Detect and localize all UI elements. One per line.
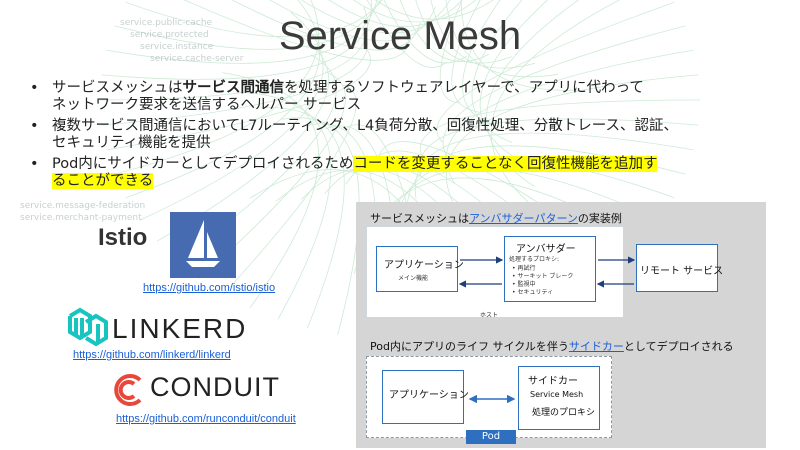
istio-link[interactable]: https://github.com/istio/istio [143, 282, 276, 294]
bullet-dot-icon: • [30, 118, 39, 134]
sidecar-sub-label: 処理のプロキシ [532, 408, 596, 418]
host-label: ホスト [480, 312, 499, 319]
linkerd-link[interactable]: https://github.com/linkerd/linkerd [73, 349, 231, 361]
bullet-item: • Pod内にサイドカーとしてデプロイされるためコードを変更することなく回復性機… [30, 156, 770, 190]
sidecar-arrow [468, 394, 516, 404]
bg-line [328, 0, 463, 28]
sidecar-heading: Pod内にアプリのライフ サイクルを伴うサイドカーとしてデプロイされる [370, 338, 734, 354]
bg-line [439, 0, 463, 104]
bg-line [430, 0, 536, 69]
bullet-text: ネットワーク要求を送信するヘルパー サービス [52, 97, 362, 113]
list-item: サーキット ブレーク [512, 273, 573, 281]
application-box [376, 246, 458, 292]
bg-line [353, 0, 477, 23]
ambassador-sub-label: 処理するプロキシ: [509, 256, 560, 263]
highlighted-text: コードを変更することなく回復性機能を追加す [353, 156, 658, 172]
application-sub-label: メイン機能 [398, 275, 429, 282]
bullet-text: を処理するソフトウェアレイヤーで、アプリに代わって [284, 80, 644, 96]
bg-line [451, 0, 481, 113]
bg-line [415, 0, 512, 64]
bg-line [445, 0, 558, 78]
bg-line [106, 49, 371, 151]
ambassador-heading: サービスメッシュはアンバサダーパターンの実装例 [370, 210, 622, 226]
pod-label: Pod [466, 430, 516, 444]
bullet-dot-icon: • [30, 80, 39, 96]
heading-text: の実装例 [577, 212, 622, 225]
heading-text: Pod内にアプリのライフ サイクルを伴う [370, 340, 569, 353]
bullet-bold-text: サービス間通信 [182, 80, 285, 96]
bullet-item: • 複数サービス間通信においてL7ルーティング、L4負荷分散、回復性処理、分散ト… [30, 118, 770, 152]
list-item: セキュリティ [512, 289, 573, 297]
bg-label: service.message-federation [20, 201, 146, 211]
sidecar-link[interactable]: サイドカー [568, 340, 624, 353]
bg-line [140, 12, 324, 221]
bg-line [383, 0, 468, 64]
pod-application-label: アプリケーション [389, 390, 469, 401]
bg-line [442, 25, 686, 163]
bg-line [101, 28, 368, 126]
conduit-link[interactable]: https://github.com/runconduit/conduit [116, 413, 296, 425]
conduit-mark-icon [110, 372, 146, 412]
bg-line [223, 84, 357, 295]
bg-line [414, 132, 694, 199]
bg-line [125, 0, 321, 198]
bg-line [471, 0, 523, 143]
bg-line [231, 0, 421, 51]
sidecar-box [518, 366, 600, 430]
bg-label: service.public-cache [120, 18, 213, 28]
bullet-dot-icon: • [30, 156, 39, 172]
ambassador-pattern-link[interactable]: アンバサダーパターン [469, 212, 578, 225]
bg-line [114, 0, 320, 175]
remote-service-box [636, 244, 718, 292]
bg-line [301, 0, 451, 34]
bg-line [106, 0, 378, 64]
pod-application-box [382, 370, 464, 424]
list-item: 再試行 [512, 265, 573, 273]
bg-label: service.protected [130, 30, 209, 40]
bullet-text: セキュリティ機能を提供 [52, 135, 211, 151]
sidecar-label: サイドカー [528, 376, 578, 387]
ambassador-feature-list: 再試行 サーキット ブレーク 監視中 セキュリティ [512, 265, 573, 297]
bg-line [222, 72, 319, 309]
ambassador-label: アンバサダー [516, 244, 576, 255]
istio-sail-icon [170, 212, 236, 278]
bullet-list: • サービスメッシュはサービス間通信を処理するソフトウェアレイヤーで、アプリに代… [30, 80, 770, 194]
bg-line [101, 0, 372, 80]
bg-line [114, 0, 381, 50]
highlighted-text: ることができる [52, 173, 154, 189]
linkerd-mark-icon [66, 306, 110, 354]
remote-service-label: リモート サービス [640, 266, 724, 277]
ambassador-arrows [458, 256, 636, 288]
bullet-text: Pod内にサイドカーとしてデプロイされるため [52, 156, 354, 172]
bg-line [460, 0, 580, 91]
bullet-text: 複数サービス間通信においてL7ルーティング、L4負荷分散、回復性処理、分散トレー… [52, 118, 679, 134]
bg-line [366, 0, 447, 68]
bg-line [260, 107, 345, 329]
heading-text: としてデプロイされる [623, 340, 734, 353]
bg-line [240, 91, 332, 320]
slide-title: Service Mesh [278, 14, 522, 58]
bg-label: service.cache-server [150, 54, 244, 64]
bg-line [436, 2, 675, 143]
application-label: アプリケーション [384, 260, 464, 271]
sidecar-sub-label: Service Mesh [530, 390, 584, 399]
bullet-item: • サービスメッシュはサービス間通信を処理するソフトウェアレイヤーで、アプリに代… [30, 80, 770, 114]
bg-line [479, 0, 549, 164]
linkerd-logo-text: LINKERD [112, 313, 248, 344]
bg-line [446, 74, 699, 207]
conduit-logo-text: CONDUIT [150, 372, 280, 402]
bg-line [462, 0, 501, 126]
list-item: 監視中 [512, 281, 573, 289]
bullet-text: サービスメッシュは [52, 80, 183, 96]
bg-line [374, 0, 494, 20]
bg-line [490, 0, 621, 213]
bg-line [198, 71, 346, 279]
istio-logo-text: Istio [98, 224, 148, 251]
bg-label: service.merchant-payment [20, 213, 142, 223]
bg-line [183, 0, 410, 61]
heading-text: サービスメッシュは [370, 212, 469, 225]
bg-label: service.instance [140, 42, 214, 52]
